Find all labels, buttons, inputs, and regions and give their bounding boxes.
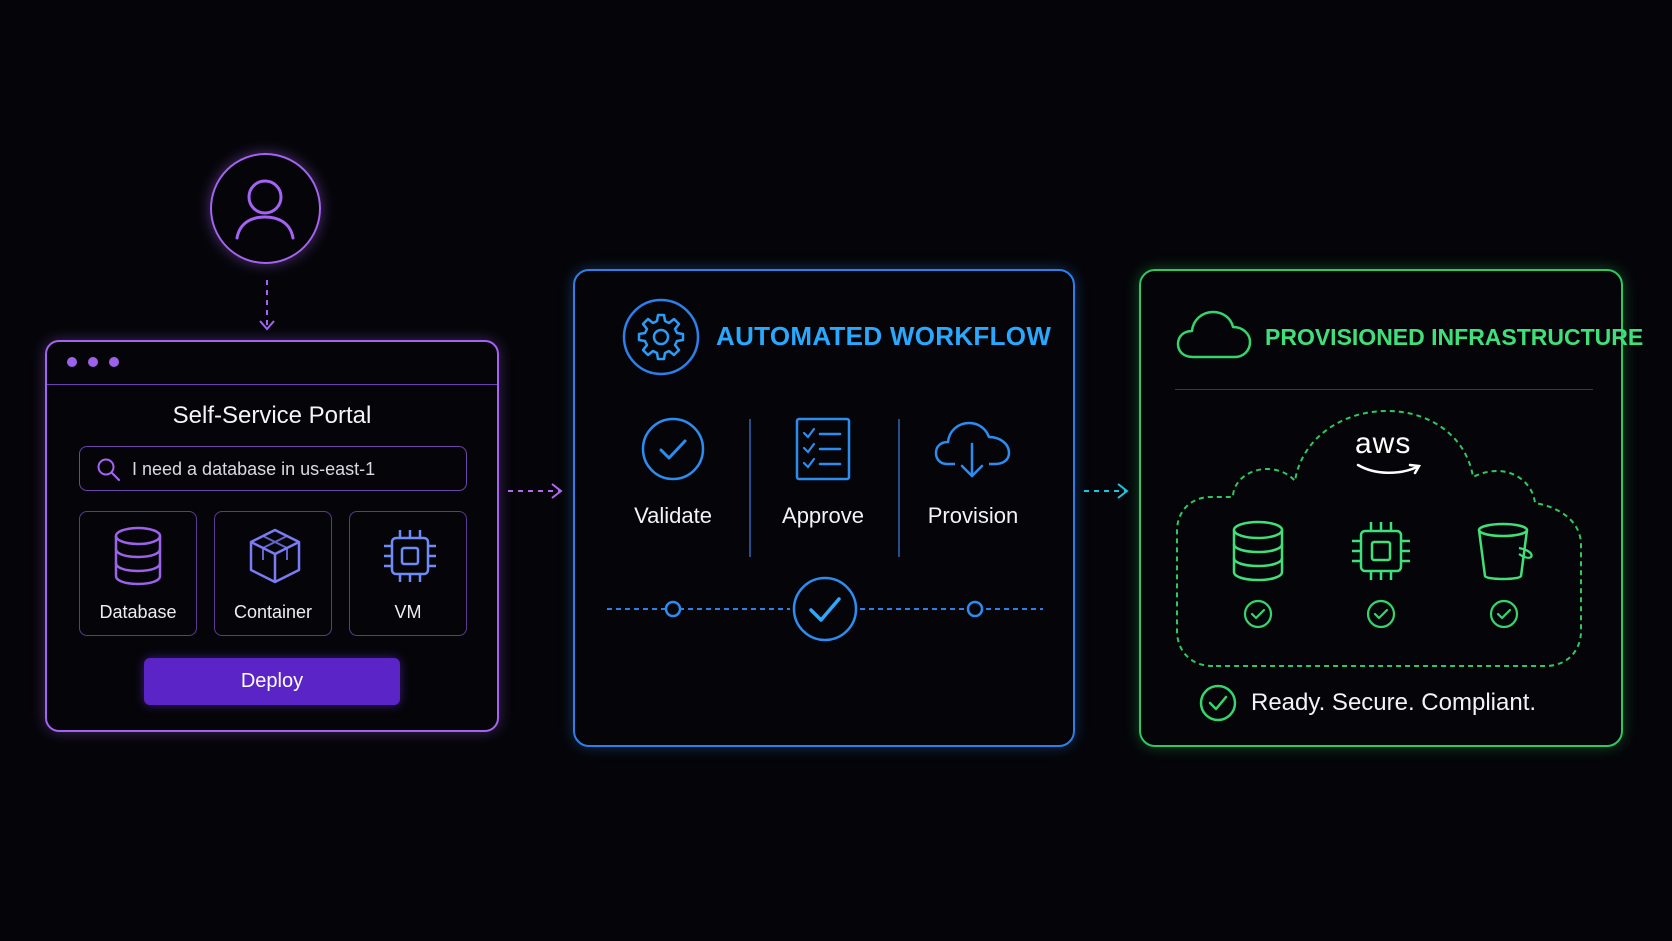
window-titlebar [47, 342, 497, 385]
check-circle-icon [1366, 599, 1396, 629]
resource-tile-vm[interactable]: VM [349, 511, 467, 636]
bucket-icon [1477, 522, 1533, 581]
window-dot [67, 357, 77, 367]
self-service-portal-window: Self-Service Portal I need a database in… [45, 340, 499, 732]
database-icon [1232, 520, 1284, 582]
checklist-icon [795, 417, 851, 481]
timeline-node [966, 600, 984, 618]
database-icon [114, 526, 162, 586]
portal-title: Self-Service Portal [172, 402, 372, 429]
chip-icon [1352, 522, 1410, 580]
step-divider [898, 419, 900, 557]
chip-icon [384, 530, 436, 582]
timeline-node [664, 600, 682, 618]
aws-cloud-boundary [1176, 409, 1582, 667]
user-avatar [210, 153, 321, 264]
workflow-step-approve: Approve [748, 416, 898, 529]
infra-title: PROVISIONED INFRASTRUCTURE [1265, 324, 1644, 350]
check-circle-icon [1489, 599, 1519, 629]
user-to-portal-arrow [259, 280, 275, 331]
check-circle-icon [1243, 599, 1273, 629]
resource-tile-database[interactable]: Database [79, 511, 197, 636]
window-dot [109, 357, 119, 367]
search-query-text: I need a database in us-east-1 [132, 459, 376, 479]
container-icon [249, 528, 301, 584]
step-divider [749, 419, 751, 557]
search-input[interactable]: I need a database in us-east-1 [79, 446, 467, 491]
window-dot [88, 357, 98, 367]
workflow-step-provision: Provision [898, 416, 1048, 529]
resource-tile-label: Database [99, 602, 177, 622]
check-circle-icon [792, 576, 858, 642]
workflow-timeline [607, 576, 1043, 642]
resource-tile-container[interactable]: Container [214, 511, 332, 636]
divider [1175, 389, 1593, 390]
workflow-step-validate: Validate [598, 416, 748, 529]
check-circle-icon [1199, 684, 1237, 722]
status-text: Ready. Secure. Compliant. [1251, 689, 1537, 716]
deploy-button[interactable]: Deploy [144, 658, 400, 705]
automated-workflow-panel: AUTOMATED WORKFLOW Validate Approve Prov… [573, 269, 1075, 747]
search-icon [97, 458, 121, 482]
workflow-to-infra-arrow [1084, 483, 1129, 499]
check-circle-icon [641, 417, 705, 481]
gear-icon [622, 298, 700, 376]
cloud-icon [1176, 310, 1252, 359]
workflow-step-label: Validate [634, 503, 712, 528]
portal-to-workflow-arrow [508, 483, 563, 499]
workflow-title: AUTOMATED WORKFLOW [716, 321, 1052, 351]
cloud-download-icon [934, 421, 1011, 478]
aws-logo: aws [1355, 427, 1422, 475]
resource-tile-label: Container [233, 602, 313, 622]
resource-tile-label: VM [394, 602, 422, 622]
workflow-step-label: Approve [782, 503, 864, 528]
user-icon [235, 179, 295, 240]
provisioned-infrastructure-panel: PROVISIONED INFRASTRUCTURE aws [1139, 269, 1643, 747]
workflow-step-label: Provision [927, 503, 1019, 528]
